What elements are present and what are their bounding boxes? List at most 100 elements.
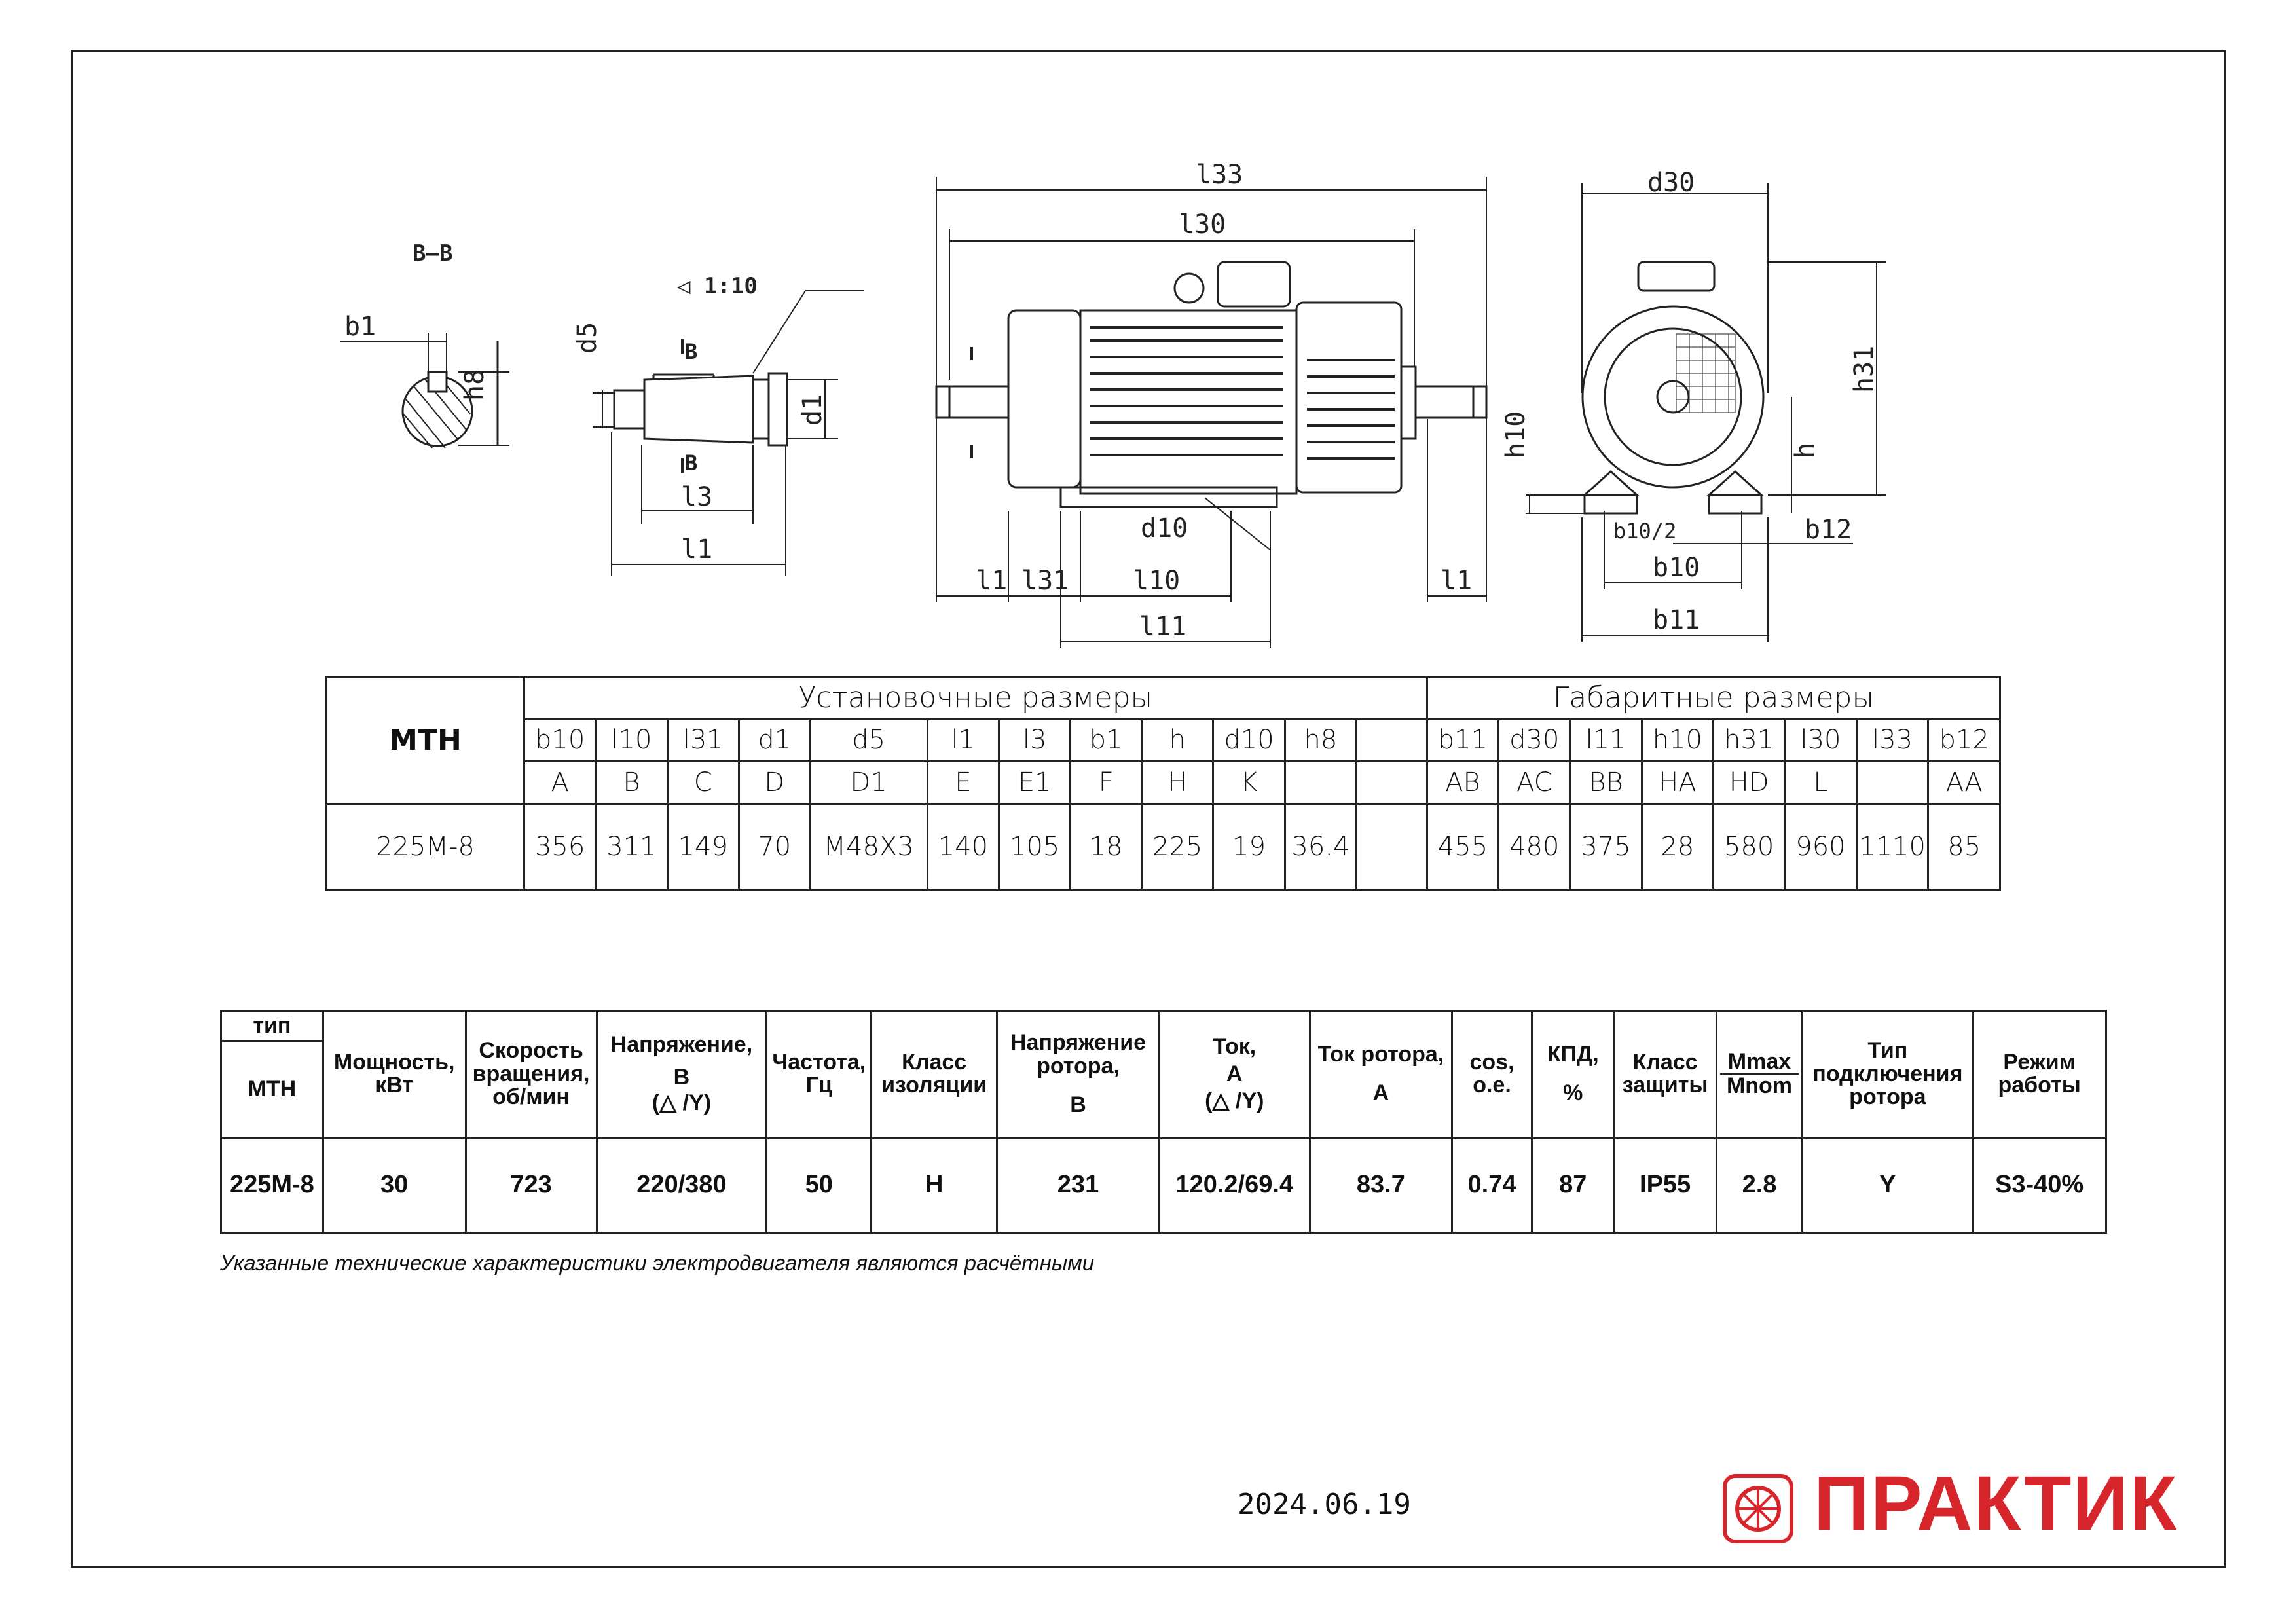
- dim-l1-shaft: l1: [681, 534, 712, 564]
- overall-value: 85: [1927, 802, 2001, 891]
- install-code: [1355, 760, 1428, 805]
- row-current: 120.2/69.4: [1158, 1136, 1311, 1234]
- document-date: 2024.06.19: [1238, 1488, 1411, 1521]
- row-rotor-current: 83.7: [1308, 1136, 1454, 1234]
- overall-value: 480: [1497, 802, 1571, 891]
- overall-code: AB: [1425, 760, 1500, 805]
- dim-b10-half: b10/2: [1613, 519, 1676, 544]
- hdr-power: Мощность, кВт: [321, 1010, 467, 1139]
- dim-l1-right: l1: [1441, 566, 1472, 596]
- install-code: H: [1141, 760, 1215, 805]
- install-code: F: [1069, 760, 1143, 805]
- install-value: 19: [1212, 802, 1286, 891]
- dim-d30: d30: [1647, 168, 1695, 198]
- terminal-box: [1217, 261, 1291, 308]
- end-shield-left: [1007, 309, 1082, 489]
- install-value: 149: [666, 802, 740, 891]
- drawing-frame: [71, 50, 2226, 1568]
- type-label: тип: [220, 1009, 324, 1043]
- dimensions-table: MTH Установочные размеры Габаритные разм…: [325, 676, 2002, 891]
- hdr-efficiency: КПД, %: [1530, 1010, 1615, 1139]
- install-code: A: [523, 760, 597, 805]
- row-cos: 0.74: [1451, 1136, 1533, 1234]
- row-protection: IP55: [1613, 1136, 1717, 1234]
- overall-code: [1855, 760, 1930, 805]
- install-code: [1283, 760, 1358, 805]
- install-col: b1: [1069, 718, 1143, 763]
- install-col: [1355, 718, 1428, 763]
- overall-code: AA: [1927, 760, 2001, 805]
- dim-b10: b10: [1653, 553, 1700, 583]
- hdr-voltage-unit: В: [673, 1064, 690, 1090]
- dim-h10: h10: [1501, 411, 1531, 458]
- hdr-insulation: Класс изоляции: [870, 1010, 999, 1139]
- row-power: 30: [321, 1136, 467, 1234]
- motor-foot: [1059, 486, 1278, 508]
- overall-code: AC: [1497, 760, 1571, 805]
- hdr-current: Ток, А (△ /Y): [1158, 1010, 1311, 1139]
- hdr-voltage-conn: (△ /Y): [652, 1090, 712, 1116]
- hdr-voltage-title: Напряжение,: [610, 1031, 753, 1057]
- stator-body: [1079, 309, 1298, 495]
- end-shield-right: [1295, 301, 1403, 494]
- hdr-rotor-current: Ток ротора, А: [1308, 1010, 1454, 1139]
- install-value: 70: [737, 802, 811, 891]
- overall-code: HA: [1640, 760, 1715, 805]
- hdr-rotor-voltage-unit: В: [1070, 1092, 1086, 1118]
- install-col: b10: [523, 718, 597, 763]
- dim-table-model-header: MTH: [325, 676, 525, 805]
- calculation-note: Указанные технические характеристики эле…: [220, 1251, 1095, 1275]
- section-mark-bottom: B: [685, 451, 697, 475]
- hdr-rotor-voltage: Напряжение ротора, В: [996, 1010, 1160, 1139]
- hdr-mode: Режим работы: [1972, 1010, 2107, 1139]
- dim-l31: l31: [1021, 566, 1069, 596]
- end-view-housing: [1581, 305, 1765, 489]
- end-view-terminal-box: [1637, 261, 1716, 292]
- install-code: D: [737, 760, 811, 805]
- overall-col: b12: [1927, 718, 2001, 763]
- hdr-current-title: Ток,: [1213, 1033, 1257, 1059]
- hdr-rotor-current-unit: А: [1372, 1080, 1389, 1106]
- section-mark-top: B: [685, 339, 697, 364]
- install-code: E1: [998, 760, 1072, 805]
- row-efficiency: 87: [1530, 1136, 1615, 1234]
- install-col: d1: [737, 718, 811, 763]
- dim-l3: l3: [681, 482, 712, 512]
- row-freq: 50: [765, 1136, 873, 1234]
- hdr-torque: Mmax Mnom: [1715, 1010, 1804, 1139]
- overall-col: h31: [1712, 718, 1786, 763]
- hdr-rotor-connection: Тип подключения ротора: [1801, 1010, 1974, 1139]
- install-value: 311: [595, 802, 669, 891]
- taper-label: ◁ 1:10: [676, 273, 758, 299]
- dim-b12: b12: [1805, 515, 1852, 545]
- install-dims-title: Установочные размеры: [523, 676, 1428, 720]
- dim-b1: b1: [344, 312, 376, 342]
- dim-table-model: 225M-8: [325, 802, 525, 891]
- row-insulation: H: [870, 1136, 999, 1234]
- shaft-thread: [613, 389, 646, 430]
- install-value: 18: [1069, 802, 1143, 891]
- row-rotor-connection: Y: [1801, 1136, 1974, 1234]
- overall-col: d30: [1497, 718, 1571, 763]
- dim-h8: h8: [460, 369, 490, 401]
- overall-value: 375: [1569, 802, 1643, 891]
- overall-code: L: [1784, 760, 1858, 805]
- section-label: B–B: [413, 240, 452, 267]
- dim-d5: d5: [572, 322, 602, 354]
- overall-code: HD: [1712, 760, 1786, 805]
- hdr-cos: cos, o.e.: [1451, 1010, 1533, 1139]
- install-code: B: [595, 760, 669, 805]
- hdr-current-conn: (△ /Y): [1205, 1088, 1264, 1114]
- install-col: l10: [595, 718, 669, 763]
- row-model: 225M-8: [220, 1136, 324, 1234]
- install-value: M48X3: [809, 802, 928, 891]
- row-rotor-voltage: 231: [996, 1136, 1160, 1234]
- hdr-protection: Класс защиты: [1613, 1010, 1717, 1139]
- overall-code: BB: [1569, 760, 1643, 805]
- install-col: d10: [1212, 718, 1286, 763]
- overall-value: 960: [1784, 802, 1858, 891]
- overall-value: 455: [1425, 802, 1500, 891]
- spec-table: тип Мощность, кВт Скорость вращения, об/…: [220, 1009, 2107, 1234]
- install-code: D1: [809, 760, 928, 805]
- overall-col: l33: [1855, 718, 1930, 763]
